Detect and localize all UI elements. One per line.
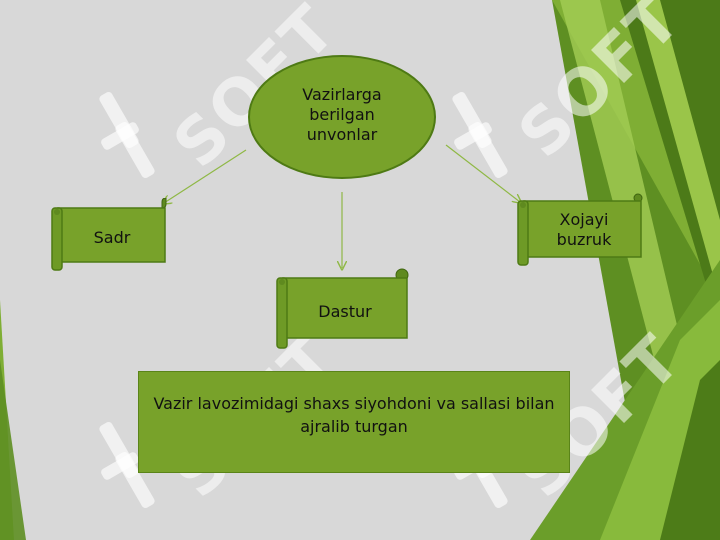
center-node: Vazirlarga berilgan unvonlar: [248, 55, 436, 179]
node-xojayi-scroll: [517, 193, 643, 266]
arrow-to-sadr: [164, 149, 247, 203]
node-sadr-scroll: [51, 198, 167, 271]
description-box: Vazir lavozimidagi shaxs siyohdoni va sa…: [138, 371, 570, 473]
watermark-logo-icon: [99, 91, 155, 179]
node-xojayi-label: Xojayi buzruk: [556, 210, 612, 249]
description-text: Vazir lavozimidagi shaxs siyohdoni va sa…: [153, 394, 555, 436]
node-dastur-label: Dastur: [318, 302, 372, 321]
watermark-logo-icon: [99, 421, 155, 509]
watermark-logo-icon: [452, 91, 508, 179]
node-dastur-scroll: [276, 268, 409, 349]
node-sadr-label: Sadr: [93, 228, 131, 247]
arrow-to-xojayi: [445, 144, 520, 202]
center-node-label: Vazirlarga berilgan unvonlar: [302, 85, 382, 144]
